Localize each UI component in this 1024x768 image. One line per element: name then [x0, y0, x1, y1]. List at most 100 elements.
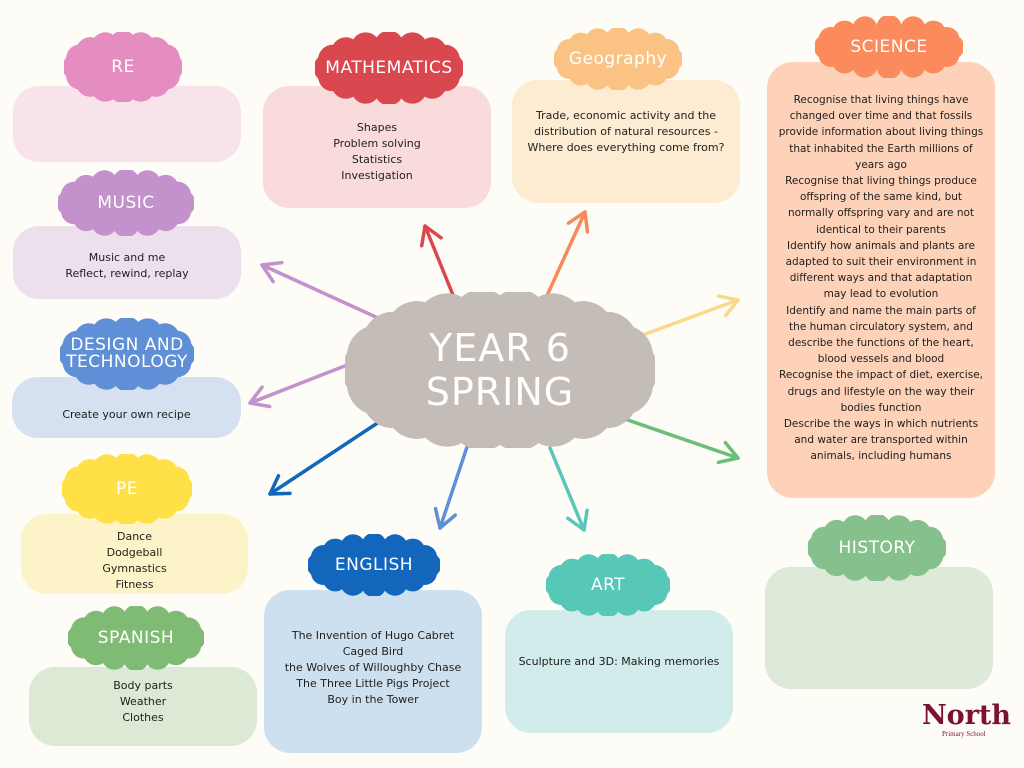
arrow-line-2: [248, 358, 362, 405]
science-line-2: changed over time and that fossils: [789, 110, 973, 123]
arrow-line-1: [260, 263, 380, 320]
history-box: [765, 567, 993, 689]
arrow-head-9: [419, 224, 443, 248]
mathematics-line-2: Problem solving: [333, 137, 421, 150]
pe-box: Dance Dodgeball Gymnastics Fitness: [21, 514, 248, 594]
geography-line-3: Where does everything come from?: [527, 141, 725, 154]
science-line-13: may lead to evolution: [823, 288, 939, 301]
spanish-box: Body parts Weather Clothes: [29, 667, 257, 746]
arrow-line-6: [620, 416, 740, 460]
english-cloud: ENGLISH: [308, 534, 440, 596]
english-line-1: The Invention of Hugo Cabret: [291, 629, 455, 642]
history-title: HISTORY: [838, 537, 916, 558]
design-line-1: Create your own recipe: [62, 408, 191, 421]
english-line-5: Boy in the Tower: [327, 693, 419, 706]
geography-cloud: Geography: [554, 28, 682, 90]
arrow-head-4: [433, 506, 458, 530]
science-line-3: provide information about living things: [778, 126, 984, 139]
logo-word: North: [922, 700, 1012, 731]
music-title: MUSIC: [97, 192, 155, 213]
mathematics-line-1: Shapes: [356, 121, 398, 134]
design-cloud: DESIGN AND TECHNOLOGY: [60, 318, 194, 390]
cloud-shape: [815, 16, 963, 78]
history-cloud: HISTORY: [808, 515, 946, 581]
title-line-season: SPRING: [425, 370, 575, 414]
arrow-head-5: [566, 508, 589, 532]
cloud-shape: [808, 515, 946, 581]
geography-box: Trade, economic activity and the distrib…: [512, 80, 740, 203]
geography-line-1: Trade, economic activity and the: [536, 109, 716, 122]
science-line-11: adapted to suit their environment in: [785, 256, 977, 269]
science-line-5: years ago: [855, 158, 907, 171]
science-line-14: Identify and name the main parts of: [786, 304, 976, 317]
cloud-shape: [64, 32, 182, 102]
arrow-head-2: [248, 385, 272, 409]
arrow-head-6: [716, 440, 740, 465]
re-cloud: RE: [64, 32, 182, 102]
arrow-head-3: [268, 474, 292, 496]
pe-line-2: Dodgeball: [106, 546, 163, 559]
art-line-1: Sculpture and 3D: Making memories: [518, 655, 720, 668]
arrow-head-7: [716, 294, 740, 318]
mathematics-cloud: MATHEMATICS: [315, 32, 463, 104]
cloud-shape: [62, 454, 192, 524]
science-line-9: identical to their parents: [816, 223, 946, 236]
cloud-shape: [345, 292, 655, 448]
science-line-8: normally offspring vary and are not: [787, 207, 975, 220]
cloud-shape: [308, 534, 440, 596]
pe-cloud: PE: [62, 454, 192, 524]
design-box: Create your own recipe: [12, 377, 241, 438]
school-logo: North Primary School: [918, 700, 1011, 746]
science-line-16: describe the functions of the heart,: [788, 337, 974, 350]
arrow-line-5: [548, 446, 586, 532]
design-title-2: TECHNOLOGY: [66, 352, 188, 372]
cloud-shape: [546, 554, 670, 616]
logo-subtitle: Primary School: [942, 730, 986, 738]
arrow-line-8: [543, 210, 587, 302]
science-line-15: the human circulatory system, and: [789, 320, 973, 333]
english-box: The Invention of Hugo Cabret Caged Bird …: [264, 590, 482, 753]
spanish-line-3: Clothes: [122, 711, 164, 724]
science-line-19: drugs and lifestyle on the way their: [787, 385, 975, 398]
arrow-line-3: [268, 416, 387, 496]
science-line-17: blood vessels and blood: [817, 353, 945, 366]
english-line-4: The Three Little Pigs Project: [296, 677, 450, 690]
geography-line-2: distribution of natural resources -: [534, 125, 718, 138]
cloud-shape: [60, 318, 194, 390]
science-line-23: animals, including humans: [810, 450, 952, 463]
arrow-head-8: [566, 210, 590, 234]
center-cloud: [345, 292, 655, 448]
science-line-20: bodies function: [840, 401, 922, 414]
pe-line-4: Fitness: [115, 578, 154, 591]
spanish-cloud: SPANISH: [68, 606, 204, 670]
geography-title: Geography: [568, 48, 668, 69]
english-line-3: the Wolves of Willoughby Chase: [284, 661, 462, 674]
science-box: Recognise that living things have changed…: [767, 62, 995, 498]
mathematics-box: Shapes Problem solving Statistics Invest…: [263, 86, 491, 208]
design-title-1: DESIGN AND: [70, 335, 184, 355]
science-line-22: and water are transported within: [794, 434, 968, 447]
arrow-head-1: [260, 260, 284, 284]
pe-line-3: Gymnastics: [102, 562, 167, 575]
mathematics-title: MATHEMATICS: [325, 57, 453, 78]
arrow-line-7: [638, 298, 740, 338]
english-title: ENGLISH: [334, 554, 414, 575]
mathematics-line-4: Investigation: [341, 169, 413, 182]
music-line-1: Music and me: [88, 251, 166, 264]
science-line-1: Recognise that living things have: [793, 94, 969, 106]
science-line-10: Identify how animals and plants are: [786, 239, 976, 252]
cloud-shape: [68, 606, 204, 670]
music-cloud: MUSIC: [58, 170, 194, 236]
science-line-7: offspring of the same kind, but: [799, 191, 963, 204]
cloud-shape: [58, 170, 194, 236]
page-title: YEAR 6 SPRING: [350, 300, 650, 440]
science-line-4: that inhabited the Earth millions of: [789, 142, 973, 155]
science-cloud: SCIENCE: [815, 16, 963, 78]
music-box: Music and me Reflect, rewind, replay: [13, 226, 241, 299]
mathematics-line-3: Statistics: [351, 153, 403, 166]
pe-line-1: Dance: [117, 530, 152, 543]
art-box: Sculpture and 3D: Making memories: [505, 610, 733, 733]
science-line-21: Describe the ways in which nutrients: [783, 418, 979, 431]
re-title: RE: [111, 56, 135, 77]
